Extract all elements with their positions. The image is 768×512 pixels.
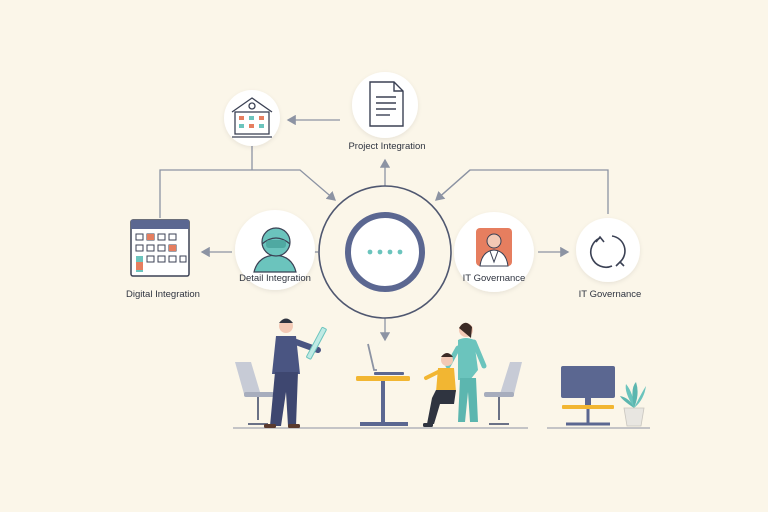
person-avatar-icon: [253, 227, 297, 273]
woman-standing: [445, 322, 487, 422]
office-chair-right: [484, 362, 522, 425]
office-chair-left: [235, 362, 274, 425]
connectors: [159, 114, 609, 342]
ellipsis-icon: [367, 249, 403, 255]
calendar-icon: [130, 219, 190, 277]
desk-center: [356, 343, 410, 426]
refresh-arrows-icon: [590, 235, 626, 269]
label-top: Project Integration: [348, 141, 426, 152]
portrait-icon: [476, 228, 512, 267]
document-icon: [369, 81, 404, 127]
node-governance: [576, 218, 640, 282]
central-hub: [318, 185, 452, 319]
building-icon: [231, 97, 273, 138]
line-left-branch: [159, 169, 336, 218]
monitor-desk: [561, 366, 615, 426]
seated-person: [423, 353, 456, 427]
potted-plant: [620, 382, 646, 427]
label-inner-left: Detail Integration: [239, 273, 311, 284]
label-left: Digital Integration: [126, 289, 200, 300]
arrow-right-branch: [435, 169, 471, 201]
man-with-tablet: [264, 318, 327, 428]
label-right: IT Governance: [578, 289, 642, 300]
label-inner-right: IT Governance: [462, 273, 526, 284]
